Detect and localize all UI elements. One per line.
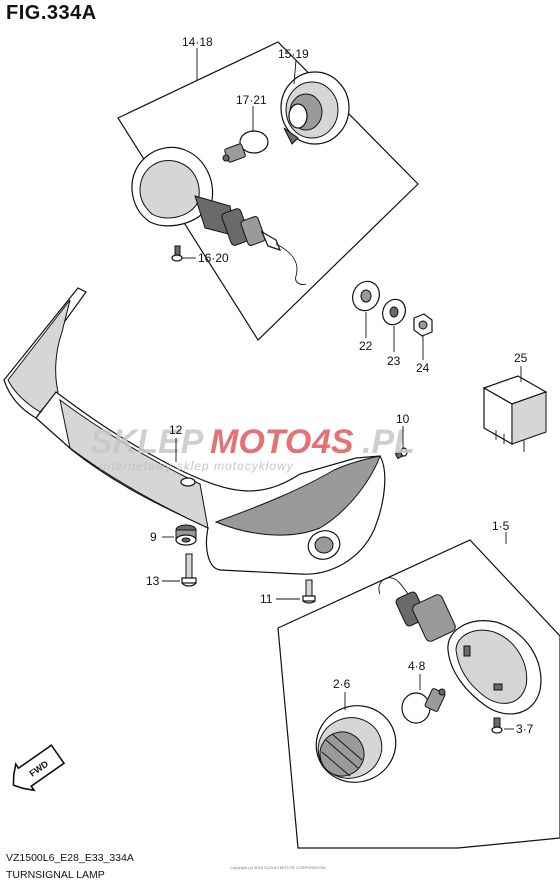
callout-24: 24 (416, 361, 430, 375)
lens-upper (280, 71, 350, 145)
lens-lower (315, 705, 397, 783)
screw-lower (491, 717, 503, 734)
figure-name: TURNSIGNAL LAMP (6, 869, 105, 881)
callout-10: 10 (396, 412, 410, 426)
grommet-9 (175, 524, 197, 546)
bulb-upper (222, 130, 269, 163)
callout-15-19: 15·19 (278, 47, 309, 61)
callout-25: 25 (514, 351, 528, 365)
callout-12: 12 (169, 423, 183, 437)
callout-1-5: 1·5 (492, 519, 510, 533)
callout-labels: 14·18 15·19 17·21 16·20 22 23 24 25 12 1… (146, 35, 534, 736)
lower-assembly-box (277, 539, 560, 849)
bolt-13 (181, 553, 197, 587)
watermark-brand-b: MOTO (210, 423, 311, 461)
washer-22 (352, 280, 380, 312)
leader-lines (162, 48, 522, 730)
watermark-brand-a: SKLEP (90, 423, 204, 461)
callout-2-6: 2·6 (333, 677, 351, 691)
copyright-text: Copyright (c) 2015 SUZUKI MOTOR CORPORAT… (230, 865, 326, 870)
screw-upper (171, 245, 183, 262)
screw-10 (394, 447, 408, 460)
washer-23 (382, 298, 406, 326)
upper-assembly-box (117, 41, 419, 341)
callout-16-20: 16·20 (198, 251, 229, 265)
callout-23: 23 (387, 354, 401, 368)
callout-11: 11 (260, 592, 273, 606)
callout-14-18: 14·18 (182, 35, 213, 49)
bracket-12 (3, 287, 386, 575)
figure-title: FIG.334A (6, 2, 97, 24)
lamp-housing-upper (131, 146, 307, 285)
fwd-arrow-icon: FWD (12, 744, 66, 792)
watermark: SKLEP MOTO 4S .PL internetowy sklep moto… (90, 423, 415, 473)
watermark-brand-d: .PL (362, 423, 415, 461)
callout-17-21: 17·21 (236, 93, 267, 107)
model-code: VZ1500L6_E28_E33_334A (6, 852, 134, 864)
relay-25 (482, 375, 548, 452)
nut-24 (413, 313, 433, 337)
callout-22: 22 (359, 339, 373, 353)
watermark-tagline: internetowy sklep motocyklowy (100, 459, 294, 473)
callout-4-8: 4·8 (408, 659, 426, 673)
bulb-lower (401, 688, 446, 724)
bolt-11 (302, 579, 316, 604)
callout-3-7: 3·7 (516, 722, 534, 736)
watermark-brand-c: 4S (311, 423, 354, 461)
callout-9: 9 (150, 530, 157, 544)
lamp-housing-lower (378, 577, 542, 715)
callout-13: 13 (146, 574, 160, 588)
